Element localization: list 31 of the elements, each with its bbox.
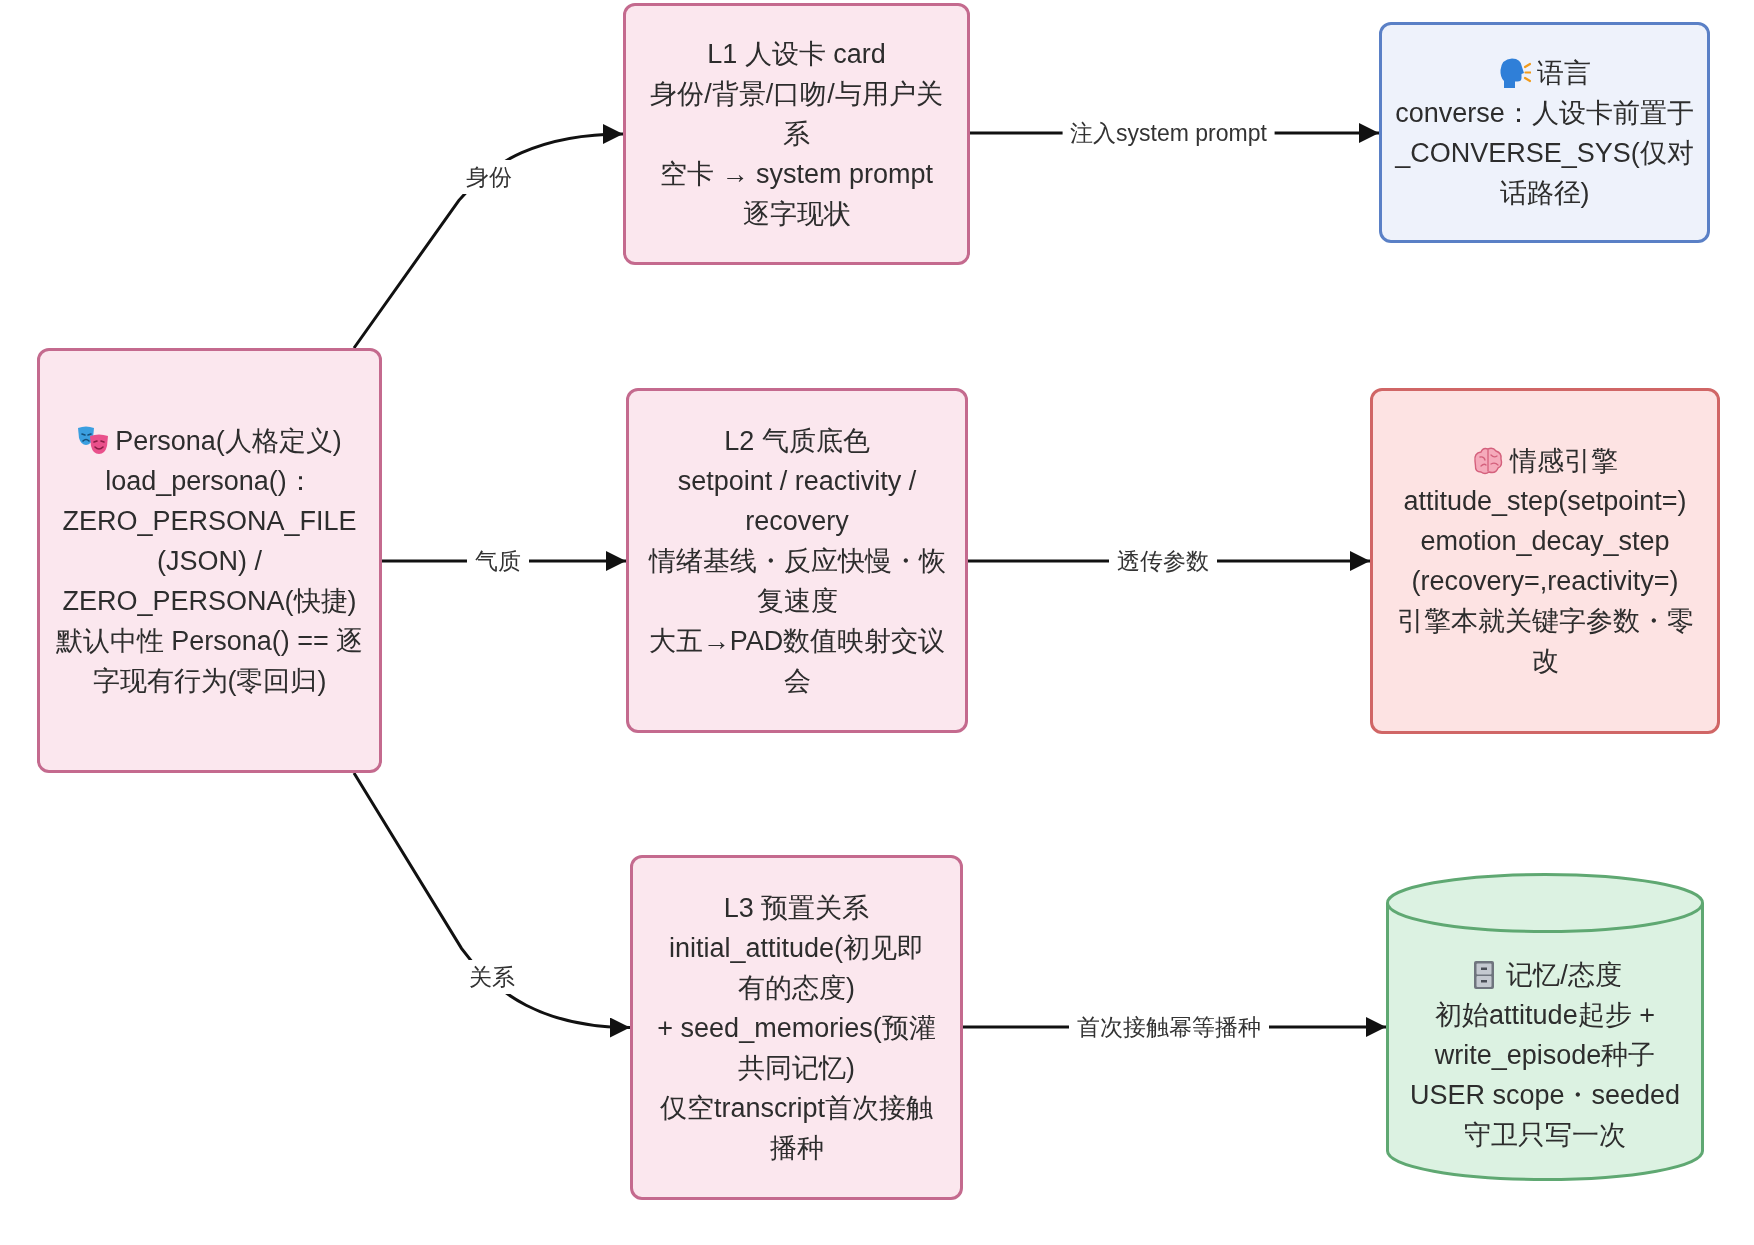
- process-box: [1370, 388, 1720, 734]
- heading-text: 记忆/态度: [1506, 959, 1622, 992]
- body-text: + seed_memories(预灌共同记忆): [657, 1011, 936, 1085]
- body-text: 初始attitude起步 + write_episode种子: [1433, 999, 1657, 1072]
- process-box: [37, 348, 382, 773]
- heading-text: L3 预置关系: [723, 891, 870, 925]
- heading-text: Persona(人格定义): [115, 424, 342, 458]
- heading-text: 情感引擎: [1510, 445, 1618, 478]
- body-text: 空卡 → system prompt 逐字现状: [658, 158, 934, 231]
- body-text: attitude_step(setpoint=): [1403, 485, 1687, 518]
- body-text: 大五→PAD数值映射交议会: [647, 624, 947, 698]
- body-text: emotion_decay_step: [1420, 525, 1670, 558]
- body-text: USER scope・seeded 守卫只写一次: [1408, 1079, 1682, 1152]
- body-text: (recovery=,reactivity=): [1411, 565, 1679, 598]
- process-box: [626, 388, 968, 733]
- process-box: [623, 3, 970, 265]
- process-box: [1379, 22, 1710, 243]
- body-text: 情绪基线・反应快慢・恢复速度: [647, 544, 947, 618]
- body-text: 仅空transcript首次接触播种: [658, 1091, 934, 1165]
- process-box: [630, 855, 963, 1200]
- body-text: converse：人设卡前置于_CONVERSE_SYS(仅对话路径): [1394, 96, 1695, 210]
- heading-text: 语言: [1536, 56, 1591, 90]
- body-text: initial_attitude(初见即有的态度): [667, 931, 926, 1005]
- heading-text: L2 气质底色: [724, 424, 870, 458]
- body-text: 身份/背景/口吻/与用户关系: [650, 78, 943, 151]
- body-text: 默认中性 Persona() == 逐字现有行为(零回归): [54, 624, 365, 698]
- body-text: 引擎本就关键字参数・零改: [1395, 605, 1695, 678]
- heading-text: L1 人设卡 card: [707, 38, 886, 71]
- body-text: setpoint / reactivity / recovery: [676, 464, 918, 538]
- arrow: [352, 772, 631, 1037]
- body-text: load_persona()：ZERO_PERSONA_FILE (JSON) / ZERO_PERSONA(快捷): [61, 464, 358, 618]
